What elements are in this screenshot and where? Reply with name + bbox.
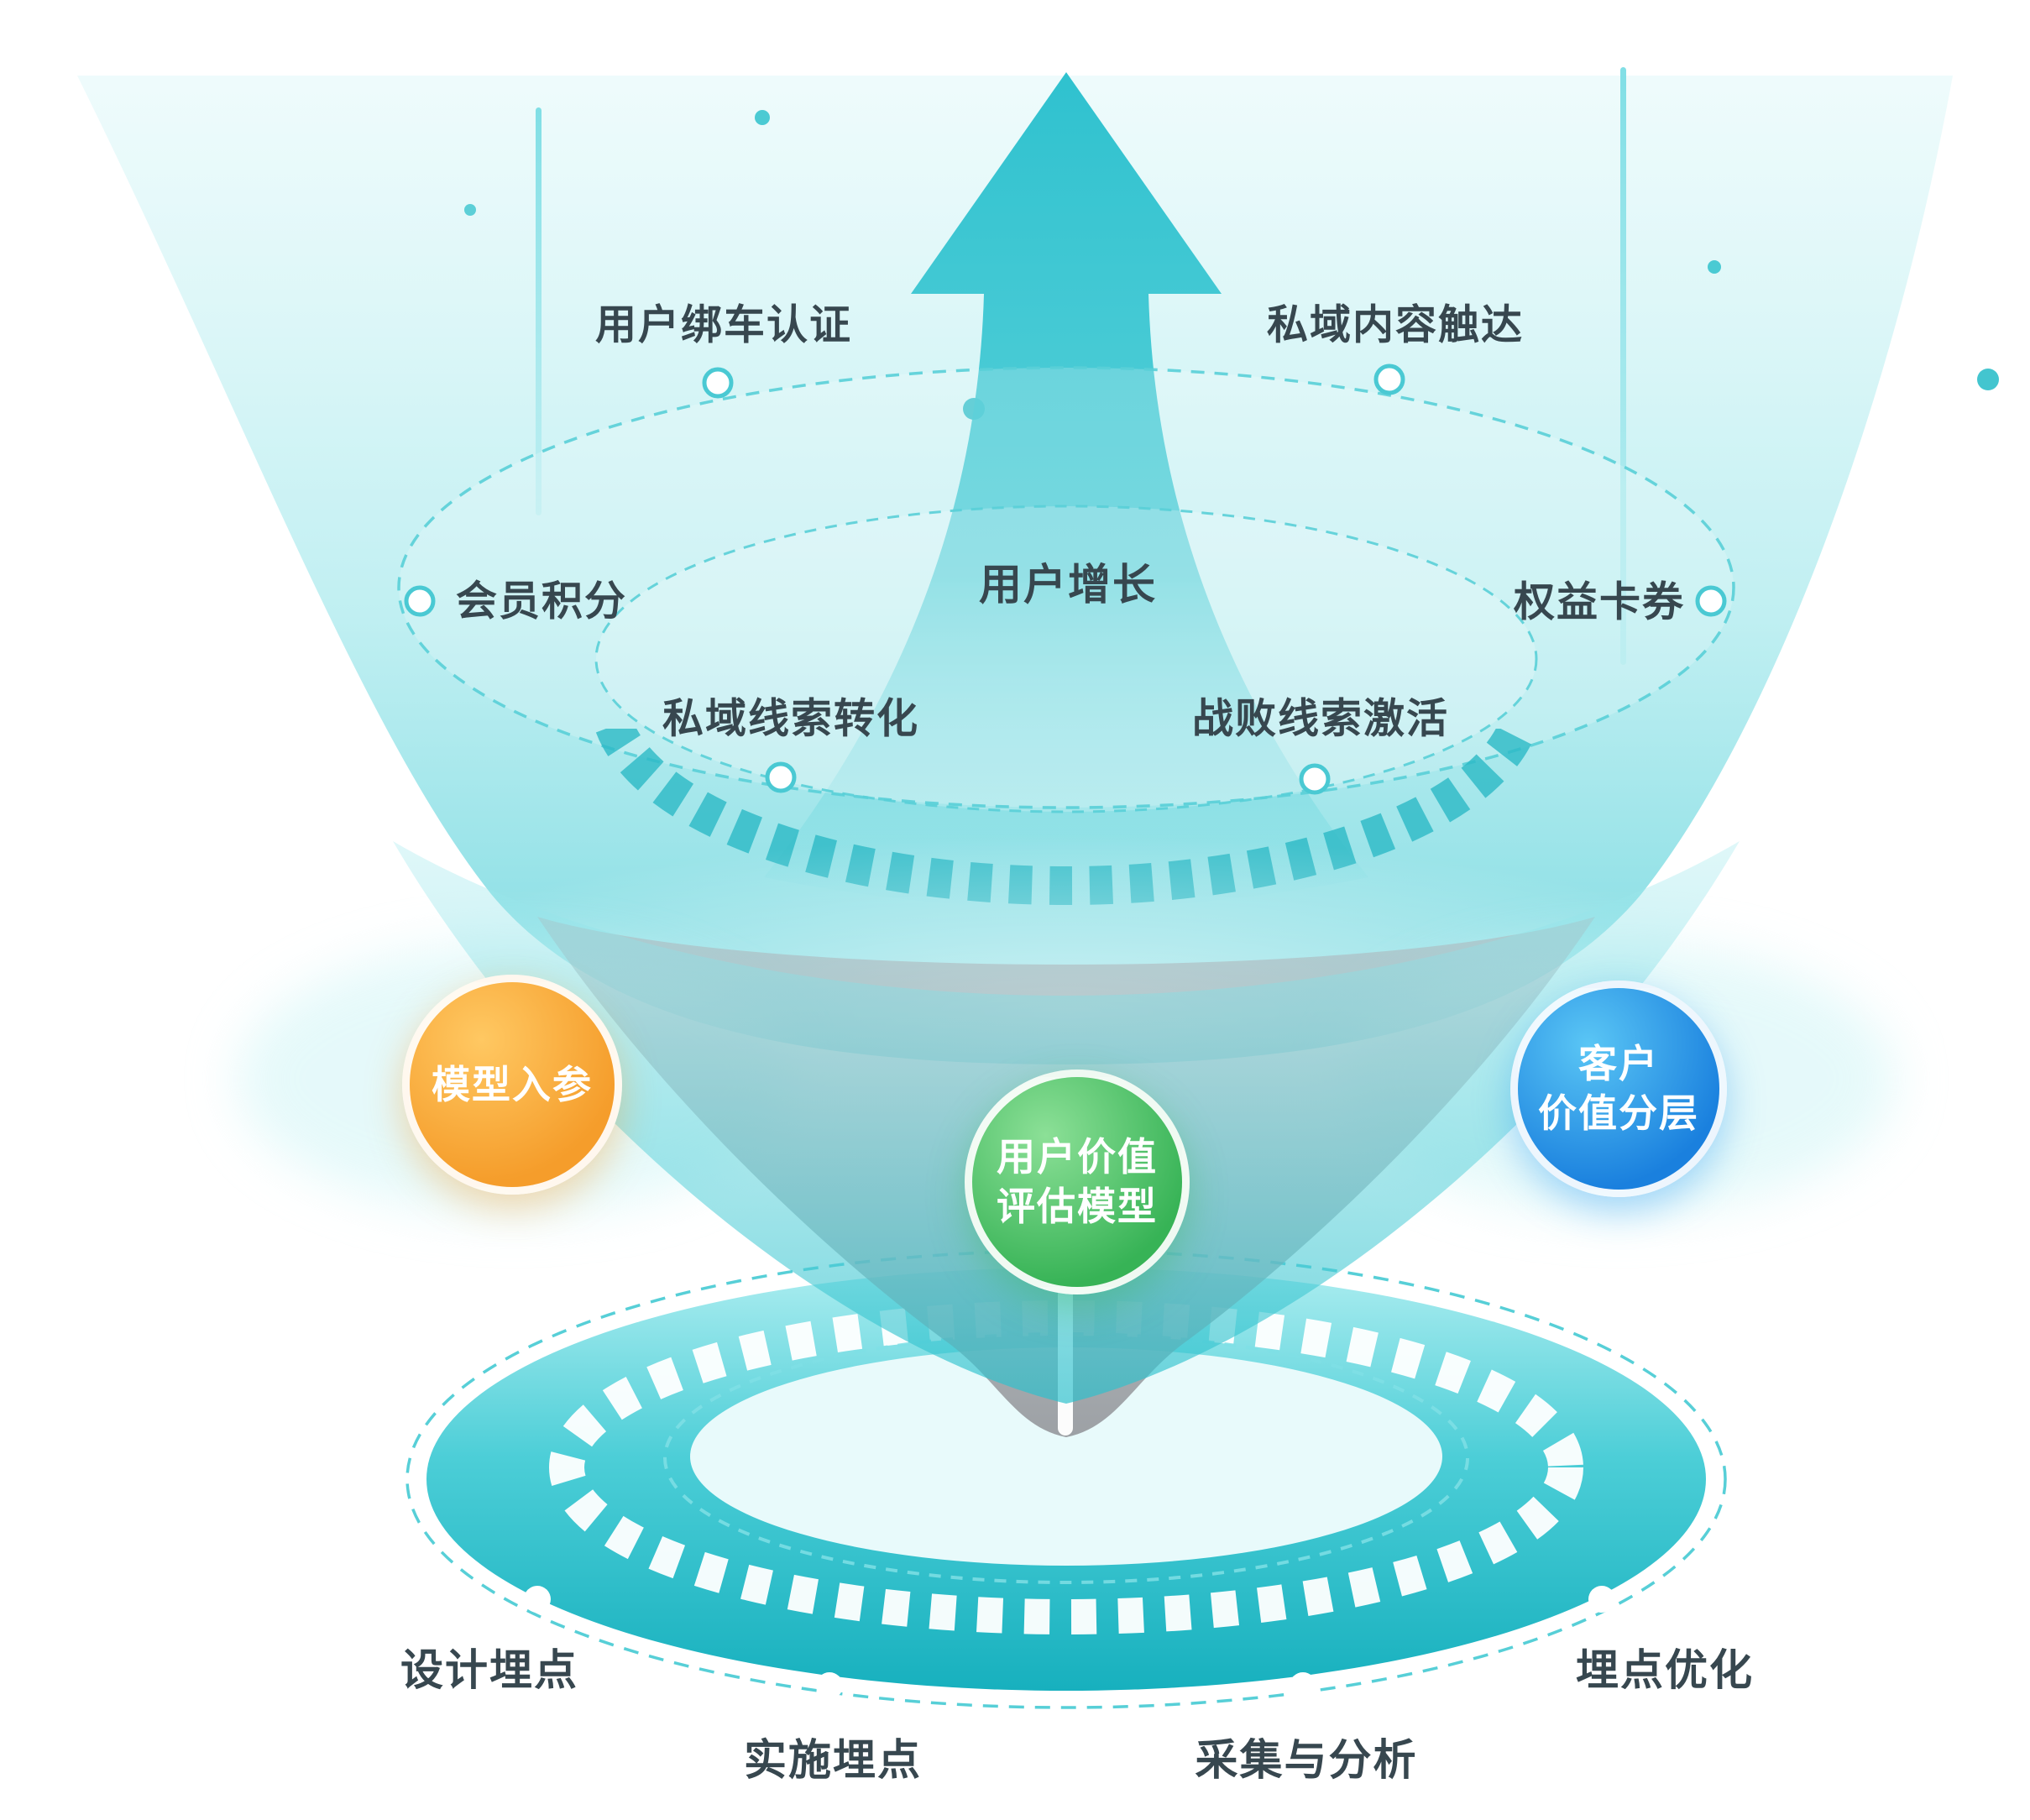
marker-dot-collection-analysis <box>1290 1672 1316 1699</box>
label-design-tracking: 设计埋点 <box>400 1646 579 1694</box>
label-implement-tracking: 实施埋点 <box>743 1736 923 1784</box>
arrow-growth-label: 用户增长 <box>978 561 1158 609</box>
node-user-value-model-label: 用户价值 评估模型 <box>997 1135 1158 1228</box>
label-private-lead-conversion: 私域线索转化 <box>662 696 920 742</box>
node-customer-value-layering: 客户 价值分层 <box>1510 981 1727 1197</box>
label-lost-lead-activation: 战败线索激活 <box>1191 696 1450 742</box>
node-model-input: 模型入参 <box>402 975 622 1195</box>
node-model-input-label: 模型入参 <box>432 1062 593 1106</box>
base-ring-hole-dashed <box>663 1332 1469 1584</box>
streak-line-left <box>536 107 542 515</box>
growth-arrow <box>764 72 1368 908</box>
rim-ellipse-outer <box>397 366 1735 809</box>
label-user-car-binding: 用户绑车认证 <box>594 302 853 348</box>
bokeh-dot <box>755 110 770 125</box>
marker-dot-implement-tracking <box>816 1672 843 1699</box>
marker-dot-tracking-optimization <box>1588 1586 1615 1613</box>
bokeh-dot <box>464 204 476 216</box>
bokeh-dot <box>1977 369 1999 390</box>
marker-dot-member-points <box>404 585 436 617</box>
label-tracking-optimization: 埋点优化 <box>1575 1646 1755 1694</box>
label-member-points: 会员积分 <box>455 578 628 625</box>
rim-plane <box>399 368 1734 808</box>
base-ring-tick-ring <box>549 1300 1583 1634</box>
streak-line-right <box>1620 67 1626 665</box>
label-benefit-cards: 权益卡券 <box>1513 579 1686 625</box>
bokeh-dot <box>1708 260 1721 274</box>
marker-dot-design-tracking <box>524 1586 551 1613</box>
marker-dot-user-car-binding <box>702 367 734 399</box>
node-user-value-model: 用户价值 评估模型 <box>965 1070 1190 1294</box>
marker-dot-lost-lead-activation <box>1299 763 1331 795</box>
marker-dot-private-content-reach <box>1373 363 1405 395</box>
node-customer-value-layering-label: 客户 价值分层 <box>1538 1042 1699 1135</box>
label-private-content-reach: 私域内容触达 <box>1266 302 1525 348</box>
rim-ellipse-inner <box>594 505 1538 813</box>
base-ring-hole <box>690 1347 1442 1566</box>
label-collection-analysis: 采集与分析 <box>1195 1736 1418 1784</box>
marker-dot-benefit-cards <box>1695 585 1727 617</box>
rim-plane-inner <box>596 506 1536 812</box>
marker-dot-private-lead-conversion <box>765 761 797 793</box>
